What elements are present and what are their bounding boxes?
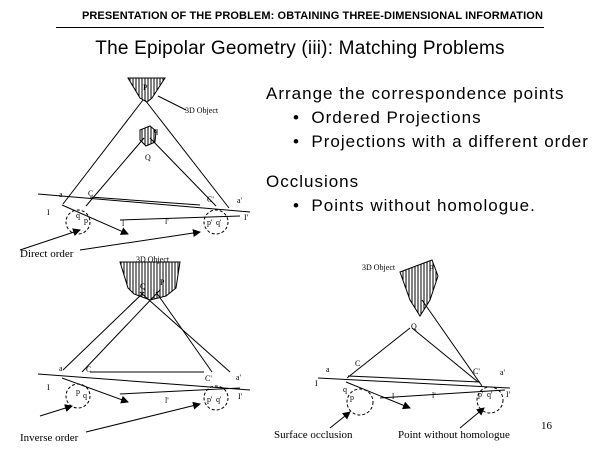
caption-direct-order: Direct order — [20, 248, 74, 260]
label-l-prime: l' — [165, 396, 169, 405]
label-3d-object: 3D Object — [362, 263, 396, 272]
caption-surface-occlusion: Surface occlusion — [274, 429, 353, 441]
bullet-heading-occlusions: Occlusions — [266, 172, 360, 191]
bullet-no-homologue: • Points without homologue. — [266, 194, 589, 218]
label-Q: Q — [140, 282, 146, 291]
bullet-glyph: • — [293, 108, 300, 127]
label-C: C — [355, 359, 360, 368]
label-I-prime: I' — [238, 392, 243, 401]
bullet-glyph: • — [293, 196, 300, 215]
label-C-prime: C' — [207, 195, 214, 204]
label-3d-object: 3D Object — [136, 255, 170, 264]
label-q-prime: q' — [216, 395, 222, 404]
caption-inverse-order: Inverse order — [20, 432, 79, 444]
label-q-prime: q' — [216, 218, 222, 227]
bullet-different-order-text: Projections with a different order — [311, 132, 589, 151]
caption-point-without-homologue: Point without homologue — [398, 429, 510, 441]
label-l: l — [122, 219, 125, 228]
label-p: p — [84, 216, 88, 225]
label-p-prime: p' — [207, 218, 213, 227]
label-3d-object: 3D Object — [185, 106, 219, 115]
label-l: l — [392, 392, 395, 401]
label-I: I — [47, 383, 50, 392]
label-l-prime: l' — [432, 391, 436, 400]
label-I-prime: I' — [244, 213, 249, 222]
label-P: P — [429, 264, 434, 273]
slide-header: PRESENTATION OF THE PROBLEM: OBTAINING T… — [81, 10, 543, 22]
diagram-inverse-order-labels: 3D Object Q P C C' a a' I I' l l' p q p'… — [20, 255, 243, 444]
label-p-prime: p' — [478, 390, 484, 399]
label-q-prime: q' — [487, 390, 493, 399]
bullet-no-homologue-text: Points without homologue. — [311, 196, 536, 215]
label-I-prime: I' — [506, 390, 511, 399]
label-C: C — [86, 365, 91, 374]
label-p: p — [76, 387, 80, 396]
object-top-shape — [127, 77, 166, 103]
label-P: P — [160, 278, 165, 287]
label-q: q — [343, 385, 347, 394]
label-p: p — [350, 393, 354, 402]
bullet-ordered: • Ordered Projections — [266, 106, 589, 130]
label-I: I — [315, 379, 318, 388]
label-C: C — [88, 189, 93, 198]
slide-title: The Epipolar Geometry (iii): Matching Pr… — [95, 38, 505, 59]
label-a: a — [59, 190, 63, 199]
label-C-prime: C' — [205, 374, 212, 383]
bullet-ordered-text: Ordered Projections — [311, 108, 482, 127]
header-rule — [56, 27, 544, 28]
diagram-direct-order-labels: P 3D Object Q q C C' a a' I I' l l' q p … — [20, 83, 249, 260]
object-occluding-shape — [399, 259, 439, 317]
diagram-direct-order — [19, 77, 251, 251]
label-q: q — [83, 391, 87, 400]
label-I: I — [47, 208, 50, 217]
label-Q: Q — [411, 322, 417, 331]
label-P: P — [143, 83, 148, 92]
label-a-prime: a' — [500, 368, 506, 377]
label-a: a — [326, 365, 330, 374]
label-a-prime: a' — [237, 196, 243, 205]
label-Q: Q — [145, 153, 151, 162]
diagram-occlusion — [317, 259, 511, 429]
diagram-inverse-order — [37, 261, 251, 433]
label-q: q — [76, 211, 80, 220]
label-a-prime: a' — [236, 373, 242, 382]
bullet-list: Arrange the correspondence points • Orde… — [266, 82, 589, 218]
diagram-occlusion-labels: 3D Object P Q C C' a a' I I' l l' q p p'… — [274, 263, 511, 441]
label-l-prime: l' — [165, 217, 169, 226]
label-a: a — [59, 364, 63, 373]
bullet-glyph: • — [293, 132, 300, 151]
bullet-different-order: • Projections with a different order — [266, 130, 589, 154]
object-bottom-shape — [119, 261, 181, 301]
label-p-prime: p' — [207, 395, 213, 404]
object-middle-shape — [139, 125, 157, 147]
label-C-prime: C' — [473, 367, 480, 376]
label-l: l — [122, 396, 125, 405]
page-number: 16 — [541, 420, 552, 432]
label-q-small: q — [154, 126, 158, 135]
bullet-heading-arrange: Arrange the correspondence points — [266, 84, 565, 103]
